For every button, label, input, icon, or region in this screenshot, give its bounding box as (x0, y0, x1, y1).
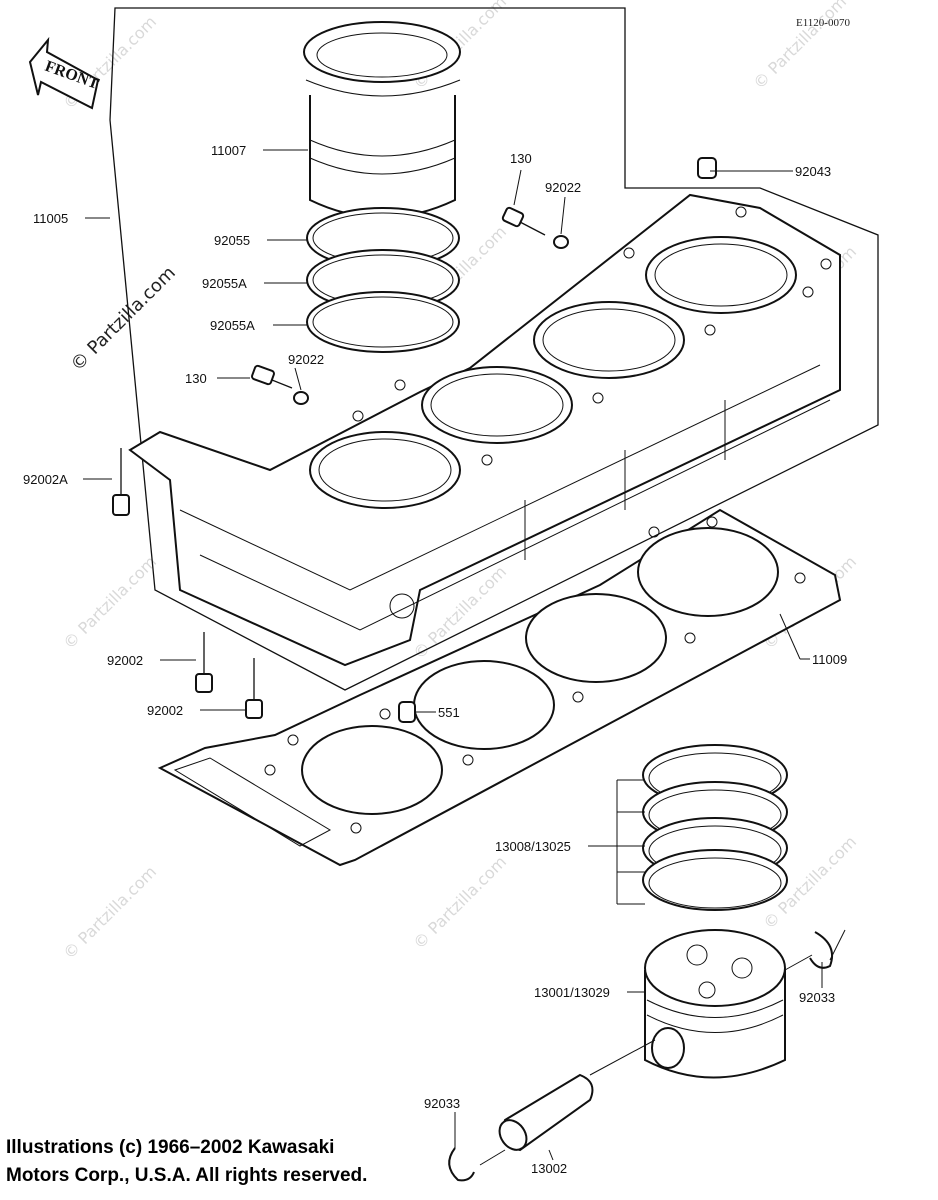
callout-92055a: 92055A (202, 276, 247, 291)
callout-92033: 92033 (424, 1096, 460, 1111)
callout-130: 130 (510, 151, 532, 166)
copyright-line: Illustrations (c) 1966–2002 Kawasaki (6, 1137, 335, 1158)
callout-92043: 92043 (795, 164, 831, 179)
callout-92002: 92002 (147, 703, 183, 718)
washer-92022-left (293, 391, 309, 405)
bolt-92002-1 (195, 632, 213, 693)
washer-92022-top (553, 235, 569, 249)
watermark-text: © Partzilla.com (59, 862, 160, 963)
watermark-text: © Partzilla.com (749, 0, 850, 93)
watermark-text: © Partzilla.com (59, 552, 160, 653)
watermark-text: © Partzilla.com (409, 852, 510, 953)
dowel-pin (398, 701, 416, 723)
callout-11009: 11009 (812, 652, 847, 667)
callout-13001: 13001/13029 (534, 985, 610, 1000)
callout-labels: 11007 11005 92055 92055A 92055A 130 9202… (23, 143, 847, 1176)
head-gasket (157, 508, 842, 867)
callout-130: 130 (185, 371, 207, 386)
bolt-130-left (251, 364, 293, 389)
callout-551: 551 (438, 705, 460, 720)
callout-92002a: 92002A (23, 472, 68, 487)
circlip-left (448, 1147, 475, 1182)
bolt-130-top (501, 206, 546, 236)
callout-13002: 13002 (531, 1161, 567, 1176)
bolt-92002a (112, 448, 130, 516)
leader-lines (83, 149, 846, 1166)
copyright-notice: Illustrations (c) 1966–2002 Kawasaki Mot… (6, 1134, 367, 1190)
cylinder-block (128, 193, 841, 667)
piston (644, 929, 786, 1079)
piston-rings (642, 744, 788, 911)
circlip-right (809, 931, 834, 969)
bolt-92002-2 (245, 658, 263, 719)
callout-92055: 92055 (214, 233, 250, 248)
watermark-text: © Partzilla.com (67, 262, 180, 375)
callout-92055a: 92055A (210, 318, 255, 333)
cylinder-liner (303, 21, 461, 219)
copyright-line: Motors Corp., U.S.A. All rights reserved… (6, 1165, 368, 1186)
callout-92033: 92033 (799, 990, 835, 1005)
stud-92043 (697, 157, 717, 179)
piston-pin (498, 1073, 594, 1152)
callout-13008: 13008/13025 (495, 839, 571, 854)
callout-92002: 92002 (107, 653, 143, 668)
callout-92022: 92022 (288, 352, 324, 367)
assembly-bracket (109, 7, 879, 691)
callout-11005: 11005 (33, 211, 68, 226)
callout-92022: 92022 (545, 180, 581, 195)
diagram-code: E1120-0070 (796, 17, 850, 29)
seal-rings (306, 207, 460, 353)
callout-11007: 11007 (211, 143, 246, 158)
